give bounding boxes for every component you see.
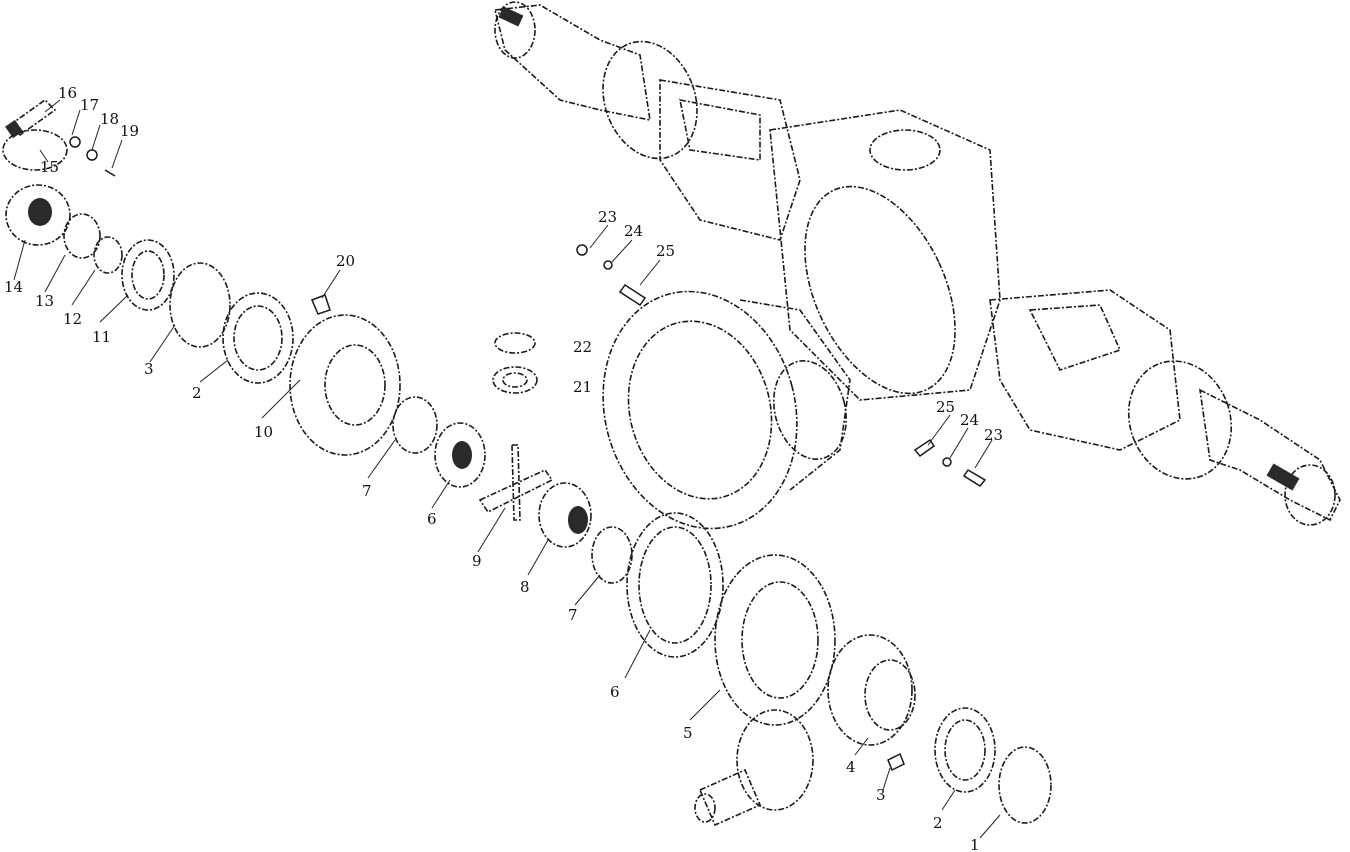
label-2b: 2: [933, 814, 943, 832]
label-18: 18: [100, 110, 119, 128]
label-17: 17: [80, 96, 99, 114]
label-7a: 7: [362, 482, 372, 500]
label-7b: 7: [568, 606, 578, 624]
label-13: 13: [35, 292, 54, 310]
label-19: 19: [120, 122, 139, 140]
thrust-washer-7b: [591, 526, 633, 584]
thrust-washer-7a: [392, 396, 438, 454]
pinion-gear-8: [538, 482, 592, 548]
leader-lines: [13, 99, 1001, 839]
bolt-set-right: [913, 438, 987, 487]
shim-1: [998, 746, 1052, 824]
differential-carrier: [602, 290, 851, 530]
screw-20: [311, 294, 331, 315]
label-14: 14: [4, 278, 23, 296]
ring-gear-5: [714, 554, 836, 726]
label-23b: 23: [984, 426, 1003, 444]
drive-pinion: [694, 709, 814, 827]
ring-13: [63, 213, 101, 259]
label-12: 12: [63, 310, 82, 328]
side-gear-6a: [434, 422, 486, 488]
label-25a: 25: [656, 242, 675, 260]
label-8: 8: [520, 578, 530, 596]
label-21: 21: [573, 378, 592, 396]
diff-case-4: [827, 634, 916, 746]
label-24b: 24: [960, 411, 979, 429]
label-1: 1: [970, 836, 980, 852]
label-2a: 2: [192, 384, 202, 402]
axle-housing: [494, 1, 1341, 526]
label-20: 20: [336, 252, 355, 270]
washer-22: [494, 332, 536, 354]
diff-case-10: [289, 314, 401, 456]
label-6a: 6: [427, 510, 437, 528]
bearing-cup-2a: [222, 292, 294, 384]
part-labels: 16 17 18 19 15 14 13 12 11 3 2 10 20 7 6…: [4, 84, 1003, 852]
label-10: 10: [254, 423, 273, 441]
bolt-set-top: [576, 244, 647, 307]
label-25b: 25: [936, 398, 955, 416]
label-15: 15: [40, 158, 59, 176]
label-6b: 6: [610, 683, 620, 701]
label-23a: 23: [598, 208, 617, 226]
label-3b: 3: [876, 786, 886, 804]
gear-washer-21: [492, 366, 538, 394]
label-16: 16: [58, 84, 77, 102]
label-3a: 3: [144, 360, 154, 378]
label-5: 5: [683, 724, 693, 742]
bolt-3: [887, 752, 905, 772]
label-24a: 24: [624, 222, 643, 240]
shim-3: [169, 262, 231, 348]
label-4: 4: [846, 758, 856, 776]
case-half-6b: [626, 512, 724, 658]
hub-14: [5, 184, 71, 246]
ring-12: [93, 236, 123, 274]
label-9: 9: [472, 552, 482, 570]
bearing-11: [121, 239, 175, 311]
cross-shaft-9: [478, 444, 554, 521]
bearing-cup-2b: [934, 707, 996, 793]
label-22: 22: [573, 338, 592, 356]
label-11: 11: [92, 328, 111, 346]
lock-assembly: [2, 98, 116, 177]
